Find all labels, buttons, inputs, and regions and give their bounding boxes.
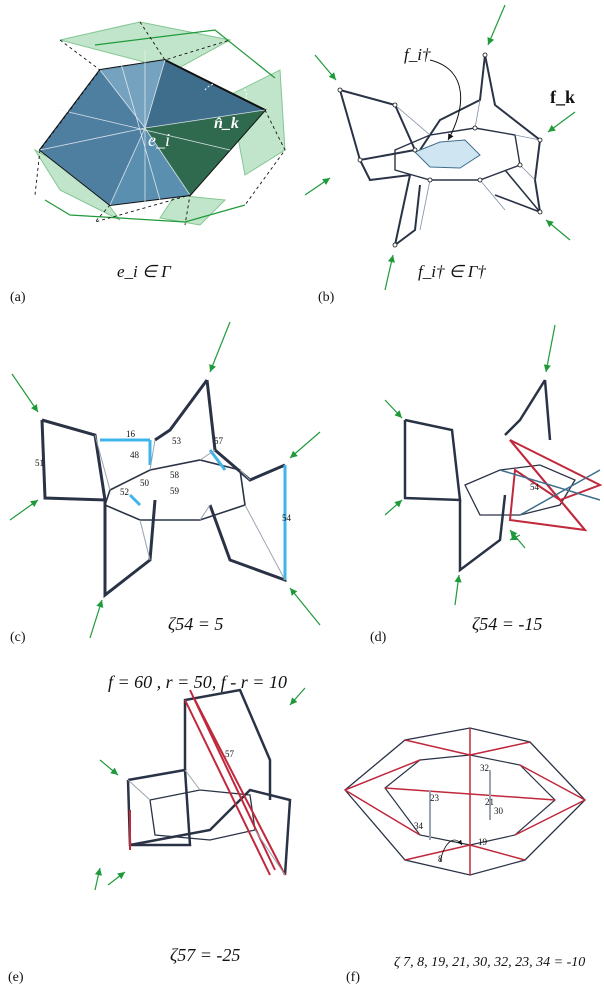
panel-f-label: (f) [346,970,360,985]
panel-b-force-arrows [304,4,576,291]
panel-e-label: (e) [8,970,24,985]
panel-c-caption: ζ54 = 5 [168,614,224,634]
panel-e-diagram [126,688,292,876]
svg-text:48: 48 [130,450,140,460]
panel-a-caption: e_i ∈ Γ [117,262,171,281]
panel-d-label: (d) [370,630,387,645]
panel-c-force-arrows [9,321,321,639]
svg-text:21: 21 [485,797,494,807]
svg-text:19: 19 [478,837,488,847]
panel-c-edge-numbers: 16 48 53 57 51 58 50 59 52 54 [35,429,292,523]
panel-a-inner-symbol: e_i [148,130,170,150]
svg-text:50: 50 [140,478,150,488]
svg-text:59: 59 [170,486,180,496]
panel-a-diagram [33,21,286,226]
panel-d-caption: ζ54 = -15 [472,614,543,634]
panel-e-caption: ζ57 = -25 [170,945,241,965]
panel-a-normal-symbol: n̂_k [214,115,239,132]
panel-e-force-arrows [94,687,306,891]
panel-b-force-symbol: f_k [550,87,575,107]
svg-text:30: 30 [494,806,504,816]
svg-text:16: 16 [126,429,136,439]
svg-text:57: 57 [214,436,224,446]
svg-text:52: 52 [120,487,129,497]
svg-text:53: 53 [172,436,182,446]
panel-d-edge-number: 54 [530,482,540,492]
panel-a-label: (a) [10,290,26,305]
panel-f-caption: ζ 7, 8, 19, 21, 30, 32, 23, 34 = -10 [394,955,586,970]
panel-b-label: (b) [318,290,335,305]
panel-d-force-arrows [384,324,556,606]
counts-line: f = 60 , r = 50, f - r = 10 [108,672,287,692]
panel-b-face-symbol: f_i† [404,45,431,64]
svg-text:54: 54 [282,513,292,523]
panel-b-caption: f_i† ∈ Γ† [418,262,486,281]
svg-text:58: 58 [170,470,180,480]
panel-c-diagram [40,379,287,599]
panel-b-diagram [337,52,543,248]
panel-f-diagram [344,727,586,876]
svg-text:23: 23 [430,793,440,803]
svg-text:32: 32 [480,763,489,773]
svg-text:51: 51 [35,458,44,468]
panel-d-diagram [403,379,603,573]
svg-text:34: 34 [414,821,424,831]
panel-e-edge-number: 57 [225,749,235,759]
panel-c-label: (c) [10,630,26,645]
